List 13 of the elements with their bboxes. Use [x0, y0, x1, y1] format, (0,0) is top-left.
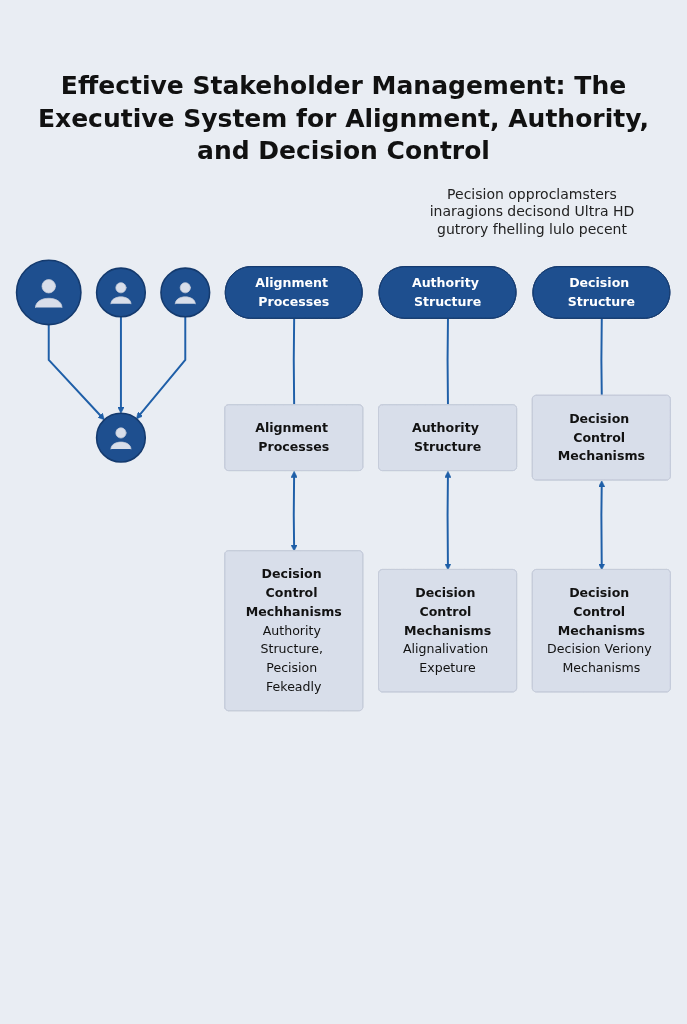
arrow: [290, 471, 298, 552]
arrow: [136, 315, 187, 420]
arrow: [117, 315, 125, 414]
node-circle: [160, 267, 211, 318]
node-circle: [95, 412, 147, 463]
note-text: Pecision opproclamsters inaragions decisond Ultra HD gutrory fhelling lulo pecent: [428, 185, 636, 238]
connector: [600, 317, 603, 397]
title: Effective Stakeholder Management: The Executive System for Alignment, Authority, and Decision Control: [36, 70, 651, 167]
arrow: [47, 323, 105, 421]
node-circle: [15, 259, 82, 326]
arrow: [598, 480, 606, 571]
node-circle: [95, 267, 147, 318]
arrow: [444, 471, 452, 571]
